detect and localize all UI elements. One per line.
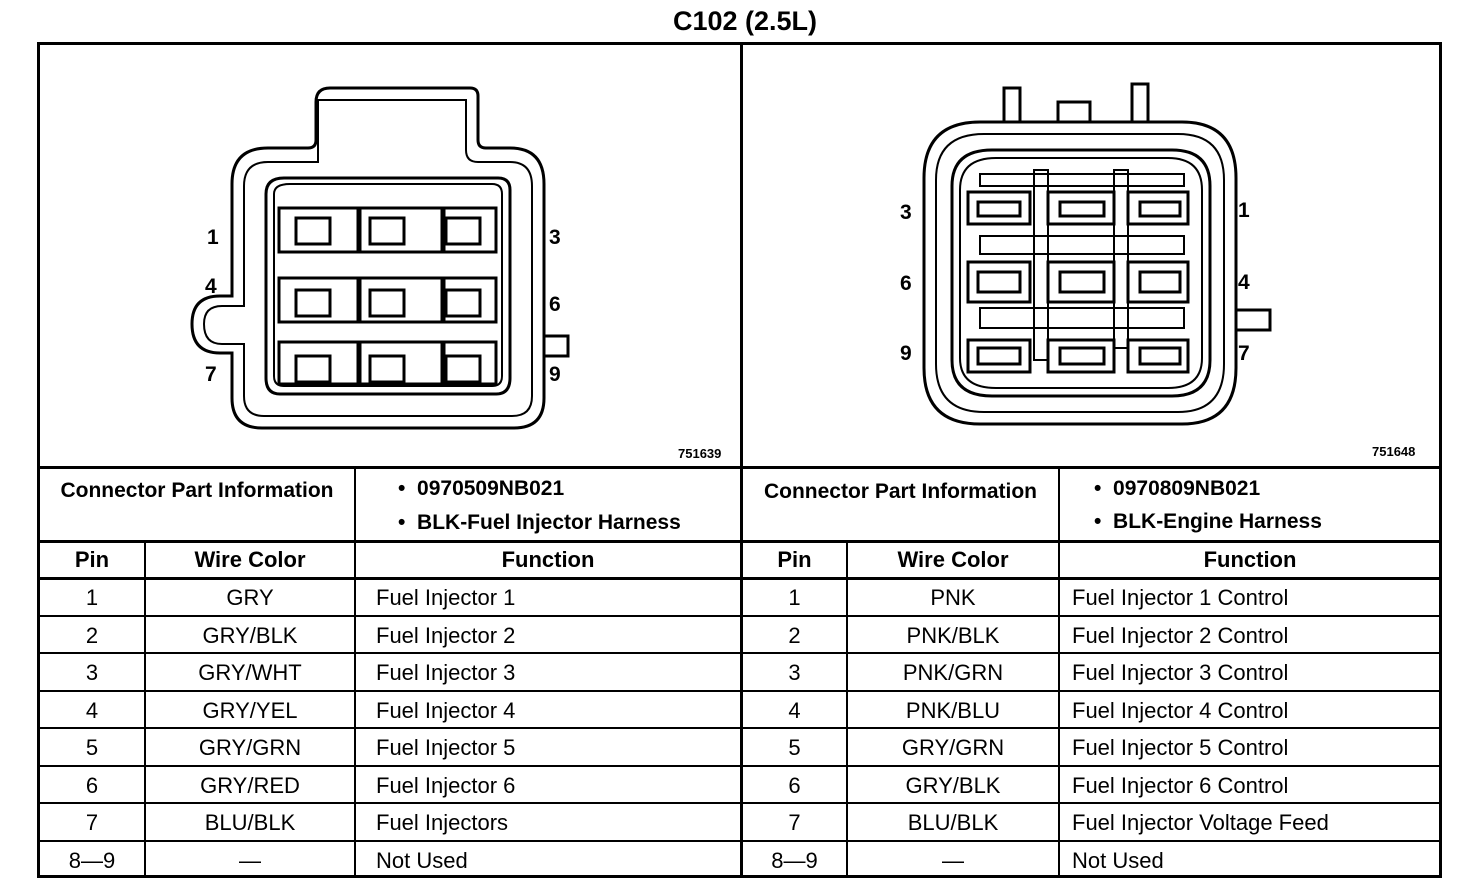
column-line [144, 541, 146, 876]
center-divider [740, 42, 743, 878]
page-title: C102 (2.5L) [672, 6, 818, 36]
right-row-wire-color: PNK/BLK [906, 623, 1000, 648]
left-row-wire-color: GRY/BLK [202, 623, 298, 648]
right-part-number: • 0970809NB021 [1094, 477, 1261, 500]
right-header-pin: Pin [777, 547, 812, 572]
right-row-pin: 4 [788, 698, 801, 723]
right-row-wire-color: GRY/BLK [905, 773, 1001, 798]
diagram-frame [37, 42, 1442, 878]
left-row-pin: 6 [85, 773, 99, 798]
left-row-wire-color: GRY [226, 585, 274, 610]
right-row-wire-color: BLU/BLK [907, 810, 999, 835]
row-divider [37, 652, 1442, 654]
right-row-wire-color: PNK/GRN [902, 660, 1004, 685]
right-row-pin: 8—9 [771, 848, 818, 873]
right-pin-label-9: 9 [900, 342, 912, 365]
right-connector-drawing [922, 82, 1272, 426]
row-divider [37, 615, 1442, 617]
right-pin-label-7: 7 [1238, 342, 1250, 365]
left-row-function: Fuel Injector 6 [376, 773, 516, 798]
left-description: • BLK-Fuel Injector Harness [398, 511, 681, 534]
info-header-divider [37, 540, 1442, 543]
row-divider [37, 802, 1442, 804]
left-part-number-text: 0970509NB021 [417, 477, 565, 500]
left-connector-info-label: Connector Part Information [60, 479, 334, 502]
right-pin-label-1: 1 [1238, 199, 1250, 222]
left-pin-label-9: 9 [549, 363, 561, 386]
left-connector-drawing [190, 86, 570, 430]
left-header-pin: Pin [74, 547, 110, 572]
left-header-wire: Wire Color [194, 547, 306, 572]
right-row-wire-color: GRY/GRN [901, 735, 1005, 760]
left-figure-id: 751639 [678, 446, 722, 461]
row-divider [37, 840, 1442, 842]
left-row-function: Not Used [376, 848, 468, 873]
right-row-pin: 3 [788, 660, 801, 685]
right-row-function: Fuel Injector 4 Control [1072, 698, 1289, 723]
right-header-function: Function [1203, 547, 1297, 572]
left-row-wire-color: GRY/RED [200, 773, 300, 798]
right-row-pin: 5 [788, 735, 801, 760]
row-divider [37, 765, 1442, 767]
right-row-function: Fuel Injector 5 Control [1072, 735, 1289, 760]
left-row-wire-color: GRY/GRN [198, 735, 302, 760]
right-row-wire-color: PNK [930, 585, 976, 610]
left-pin-label-3: 3 [549, 226, 561, 249]
right-row-pin: 2 [788, 623, 801, 648]
right-row-function: Fuel Injector 1 Control [1072, 585, 1289, 610]
left-row-pin: 7 [85, 810, 99, 835]
left-row-wire-color: — [239, 848, 261, 873]
right-row-pin: 6 [788, 773, 801, 798]
left-description-text: BLK-Fuel Injector Harness [417, 511, 681, 534]
right-pin-label-3: 3 [900, 201, 912, 224]
right-part-number-text: 0970809NB021 [1113, 477, 1261, 500]
right-row-function: Not Used [1072, 848, 1164, 873]
right-row-wire-color: PNK/BLU [905, 698, 1001, 723]
left-row-pin: 4 [85, 698, 99, 723]
row-divider [37, 690, 1442, 692]
left-header-function: Function [501, 547, 595, 572]
left-part-number: • 0970509NB021 [398, 477, 565, 500]
right-row-function: Fuel Injector 2 Control [1072, 623, 1289, 648]
left-row-pin: 5 [85, 735, 99, 760]
right-description: • BLK-Engine Harness [1094, 510, 1322, 533]
right-description-text: BLK-Engine Harness [1113, 510, 1322, 533]
left-row-pin: 2 [85, 623, 99, 648]
left-row-function: Fuel Injector 4 [376, 698, 516, 723]
header-row-divider [37, 577, 1442, 580]
left-row-wire-color: GRY/YEL [202, 698, 298, 723]
right-row-function: Fuel Injector 3 Control [1072, 660, 1289, 685]
left-row-function: Fuel Injectors [376, 810, 509, 835]
left-pin-label-7: 7 [205, 363, 217, 386]
left-row-wire-color: GRY/WHT [198, 660, 302, 685]
column-line [354, 468, 356, 876]
left-row-pin: 3 [85, 660, 99, 685]
right-row-function: Fuel Injector Voltage Feed [1072, 810, 1329, 835]
left-row-function: Fuel Injector 2 [376, 623, 516, 648]
right-row-wire-color: — [942, 848, 964, 873]
left-pin-label-6: 6 [549, 293, 561, 316]
right-connector-info-label: Connector Part Information [763, 480, 1037, 503]
right-figure-id: 751648 [1372, 444, 1416, 459]
left-row-pin: 1 [85, 585, 99, 610]
column-line [1058, 468, 1060, 876]
left-row-function: Fuel Injector 3 [376, 660, 516, 685]
figure-table-divider [37, 466, 1442, 469]
left-row-pin: 8—9 [68, 848, 116, 873]
right-row-pin: 1 [788, 585, 801, 610]
row-divider [37, 727, 1442, 729]
left-pin-label-1: 1 [207, 226, 219, 249]
left-row-function: Fuel Injector 1 [376, 585, 516, 610]
right-row-function: Fuel Injector 6 Control [1072, 773, 1289, 798]
right-row-pin: 7 [788, 810, 801, 835]
left-row-function: Fuel Injector 5 [376, 735, 516, 760]
left-pin-label-4: 4 [205, 275, 217, 298]
left-row-wire-color: BLU/BLK [204, 810, 296, 835]
right-pin-label-6: 6 [900, 272, 912, 295]
right-pin-label-4: 4 [1238, 271, 1250, 294]
column-line [846, 541, 848, 876]
right-header-wire: Wire Color [897, 547, 1009, 572]
